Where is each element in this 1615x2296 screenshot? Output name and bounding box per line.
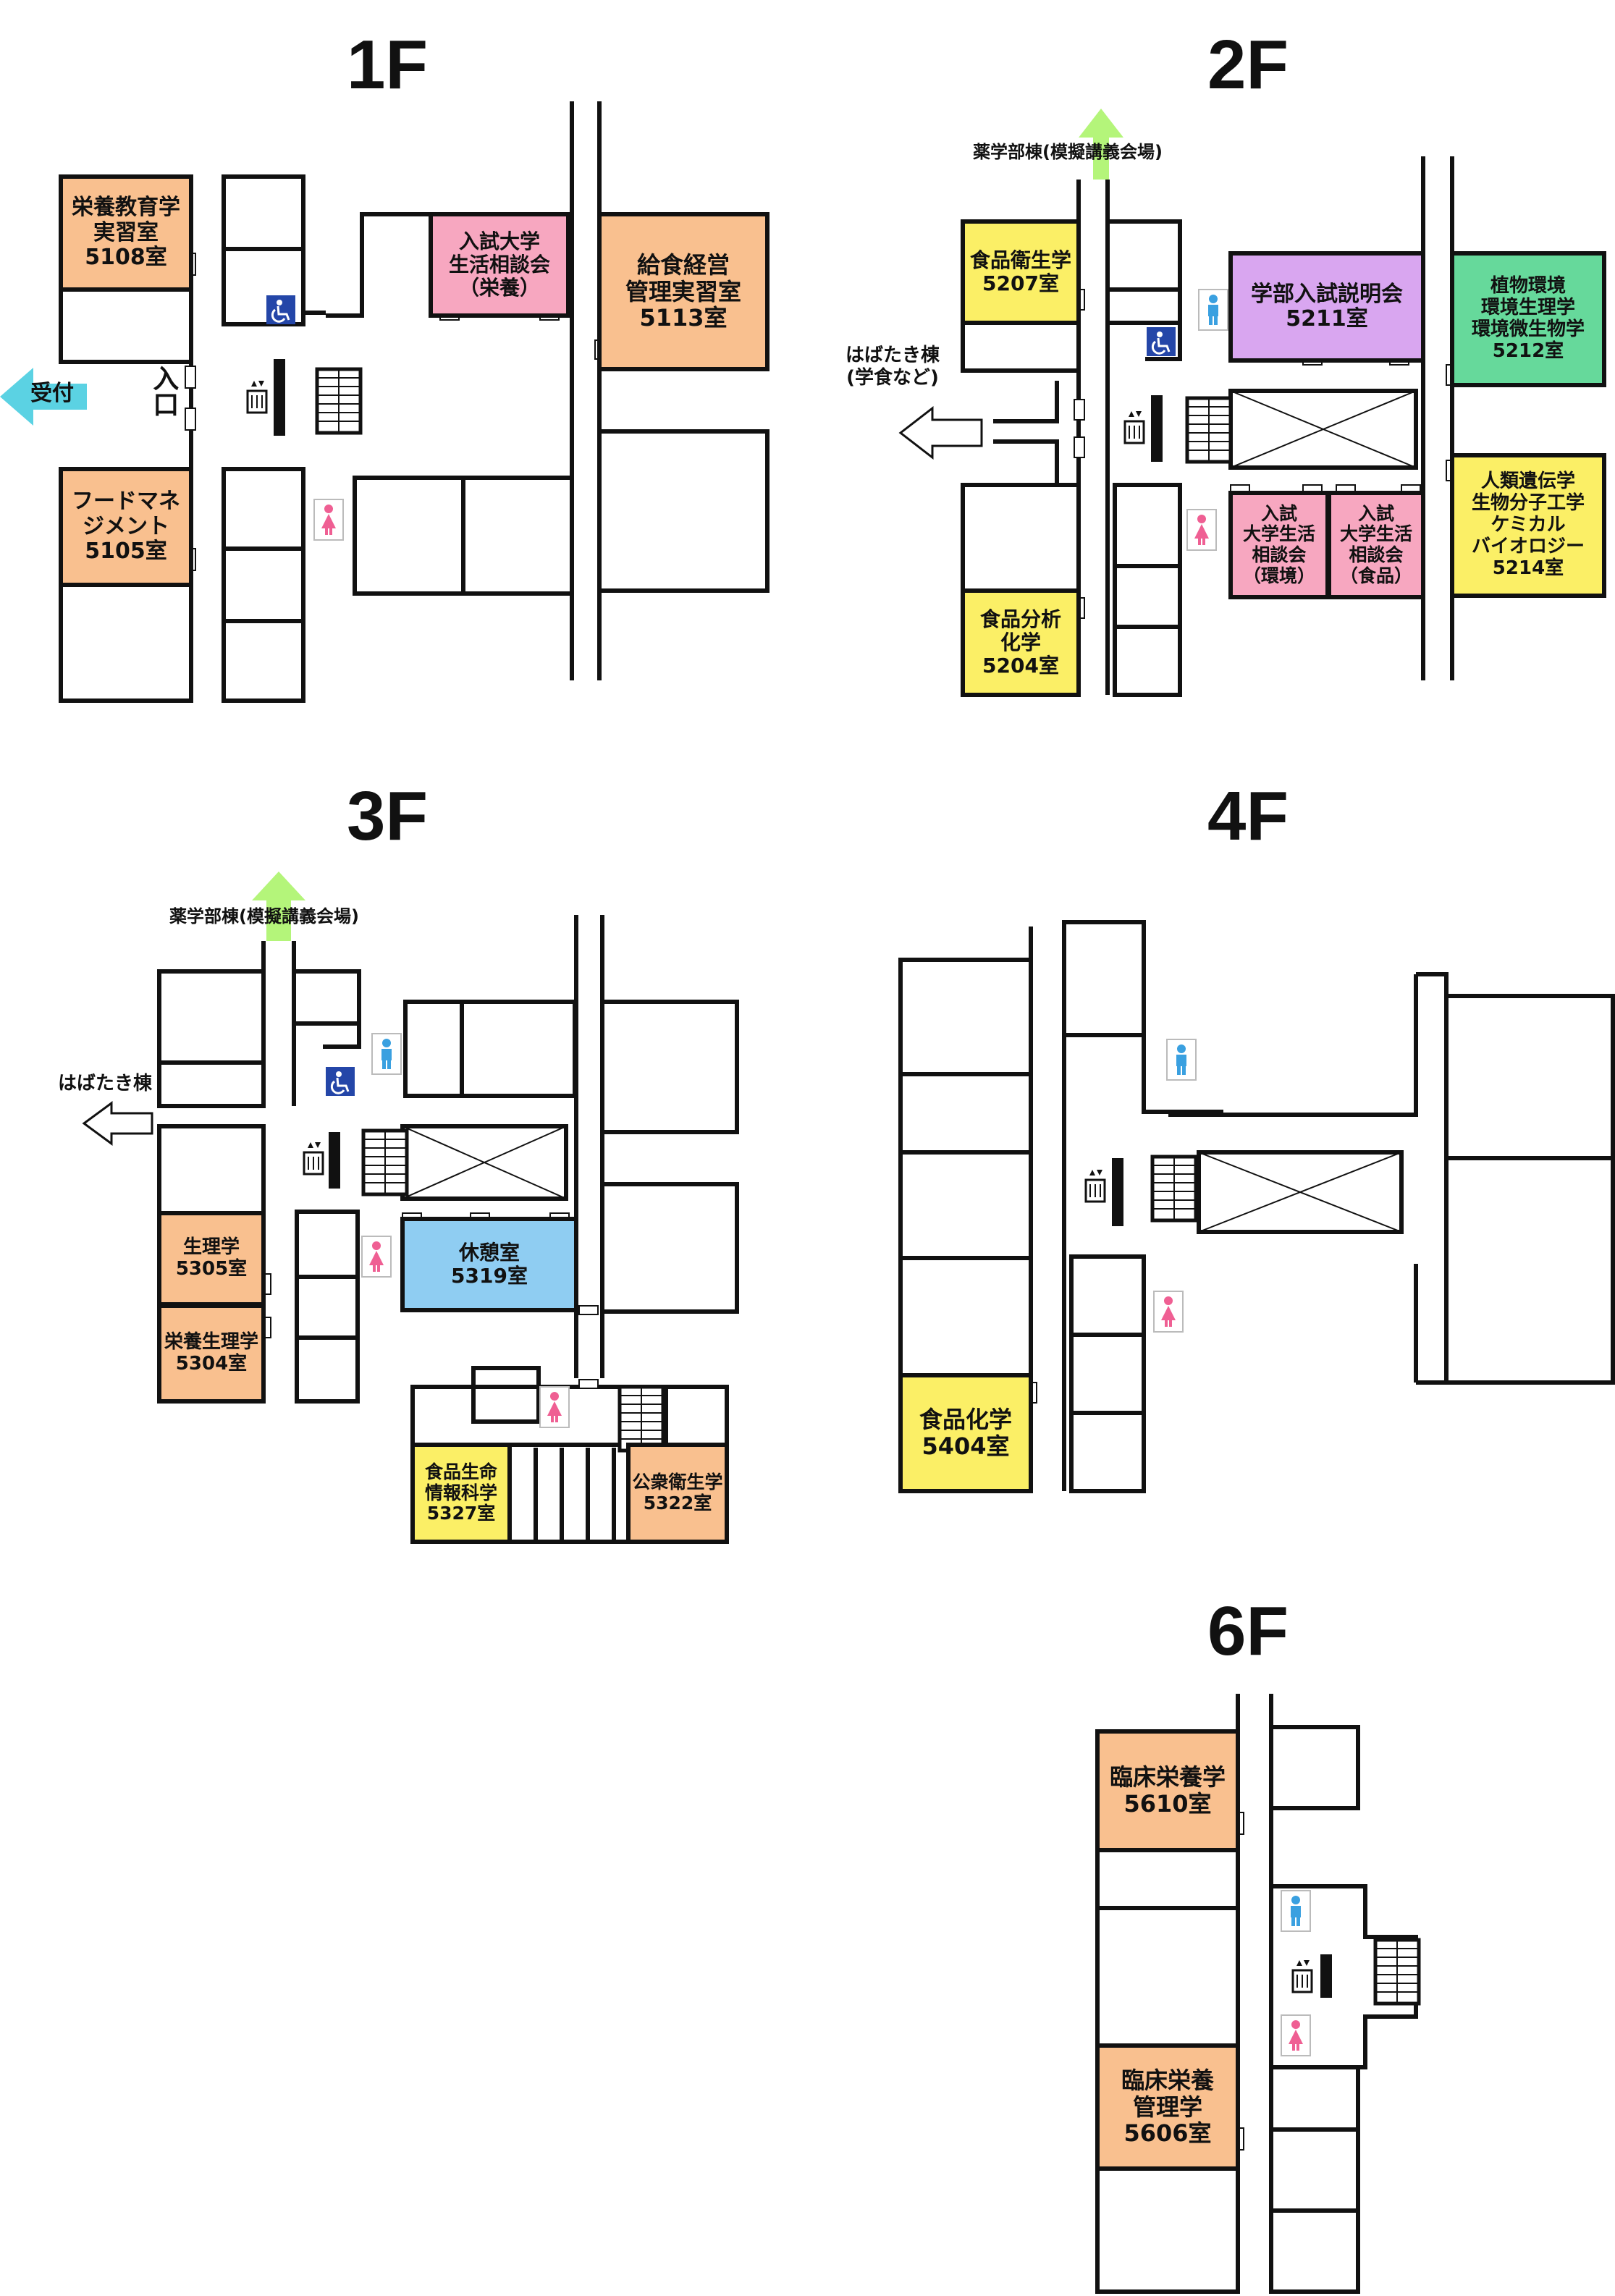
room-5211-label: 学部入試説明会 5211室	[1251, 281, 1403, 332]
room-5108[interactable]: 栄養教育学 実習室 5108室	[59, 174, 193, 292]
room-5108-label: 栄養教育学 実習室 5108室	[72, 195, 180, 271]
habataki-link-3f[interactable]: はばたき棟	[58, 1073, 153, 1094]
room-5606-label: 臨床栄養 管理学 5606室	[1121, 2066, 1214, 2148]
room-5211[interactable]: 学部入試説明会 5211室	[1228, 251, 1425, 363]
women-toilet-icon	[1281, 2014, 1311, 2056]
women-toilet-icon	[361, 1236, 392, 1278]
room-5212-label: 植物環境 環境生理学 環境微生物学 5212室	[1471, 275, 1585, 362]
room-consult-nutrition[interactable]: 入試大学 生活相談会 （栄養）	[429, 212, 570, 318]
pharmacy-arrow-icon	[1079, 109, 1123, 180]
room-5207[interactable]: 食品衛生学 5207室	[961, 219, 1081, 325]
room-5610-label: 臨床栄養学 5610室	[1109, 1763, 1226, 1818]
men-toilet-icon	[1198, 289, 1228, 331]
room-5606[interactable]: 臨床栄養 管理学 5606室	[1095, 2043, 1240, 2171]
room-5113[interactable]: 給食経営 管理実習室 5113室	[597, 212, 769, 371]
room-5610[interactable]: 臨床栄養学 5610室	[1095, 1729, 1240, 1852]
room-5105[interactable]: フードマネ ジメント 5105室	[59, 467, 193, 587]
floor-title-6f: 6F	[1207, 1592, 1289, 1670]
room-5204[interactable]: 食品分析 化学 5204室	[961, 588, 1081, 697]
habataki-arrow-icon	[898, 405, 983, 460]
women-toilet-icon	[1186, 509, 1217, 551]
wheelchair-icon	[265, 294, 297, 326]
room-consult-environment-label: 入試 大学生活 相談会 （環境）	[1242, 502, 1315, 586]
room-5212[interactable]: 植物環境 環境生理学 環境微生物学 5212室	[1450, 251, 1606, 387]
reception-label: 受付	[30, 381, 74, 406]
room-5113-label: 給食経営 管理実習室 5113室	[625, 250, 741, 332]
men-toilet-icon	[1281, 1890, 1311, 1932]
stairs-icon	[317, 369, 1419, 2004]
elevator-icon	[246, 359, 1332, 1998]
room-5404-label: 食品化学 5404室	[919, 1406, 1012, 1460]
room-consult-food-label: 入試 大学生活 相談会 （食品）	[1339, 502, 1412, 586]
room-5322[interactable]: 公衆衛生学 5322室	[626, 1443, 729, 1544]
room-5105-label: フードマネ ジメント 5105室	[72, 489, 180, 565]
pharmacy-arrow-icon	[252, 871, 305, 941]
room-consult-environment[interactable]: 入試 大学生活 相談会 （環境）	[1228, 491, 1330, 599]
floor-title-2f: 2F	[1207, 26, 1289, 104]
room-5305-label: 生理学 5305室	[175, 1236, 248, 1280]
men-toilet-icon	[1166, 1039, 1197, 1081]
wheelchair-icon	[324, 1065, 356, 1097]
women-toilet-icon	[1153, 1291, 1184, 1333]
room-5304-label: 栄養生理学 5304室	[164, 1331, 258, 1375]
pharmacy-link-2f[interactable]: 薬学部棟(模擬講義会場)	[973, 142, 1163, 162]
reception-arrow-icon	[0, 368, 87, 426]
floor-title-1f: 1F	[346, 26, 429, 104]
men-toilet-icon	[371, 1033, 402, 1075]
habataki-link-2f[interactable]: はばたき棟 (学食など)	[846, 345, 940, 389]
women-toilet-icon	[539, 1386, 570, 1428]
habataki-arrow-icon	[82, 1101, 153, 1146]
room-5322-label: 公衆衛生学 5322室	[632, 1472, 723, 1514]
room-5319-label: 休憩室 5319室	[451, 1240, 528, 1288]
entrance-label: 入口	[148, 365, 179, 417]
floor-title-3f: 3F	[346, 777, 429, 855]
floor-title-4f: 4F	[1207, 777, 1289, 855]
room-5327[interactable]: 食品生命 情報科学 5327室	[410, 1443, 512, 1544]
room-consult-food[interactable]: 入試 大学生活 相談会 （食品）	[1327, 491, 1425, 599]
room-5327-label: 食品生命 情報科学 5327室	[424, 1461, 497, 1524]
pharmacy-link-3f[interactable]: 薬学部棟(模擬講義会場)	[169, 906, 359, 927]
room-5319[interactable]: 休憩室 5319室	[400, 1217, 578, 1312]
room-5304[interactable]: 栄養生理学 5304室	[157, 1304, 266, 1404]
room-5204-label: 食品分析 化学 5204室	[979, 607, 1061, 678]
room-consult-nutrition-label: 入試大学 生活相談会 （栄養）	[448, 229, 550, 300]
room-5404[interactable]: 食品化学 5404室	[898, 1373, 1033, 1493]
women-toilet-icon	[313, 499, 344, 541]
room-5214-label: 人類遺伝学 生物分子工学 ケミカル バイオロジー 5214室	[1471, 470, 1585, 579]
room-5305[interactable]: 生理学 5305室	[157, 1211, 266, 1307]
room-5207-label: 食品衛生学 5207室	[969, 248, 1071, 295]
wheelchair-icon	[1145, 326, 1177, 358]
room-5214[interactable]: 人類遺伝学 生物分子工学 ケミカル バイオロジー 5214室	[1450, 453, 1606, 598]
